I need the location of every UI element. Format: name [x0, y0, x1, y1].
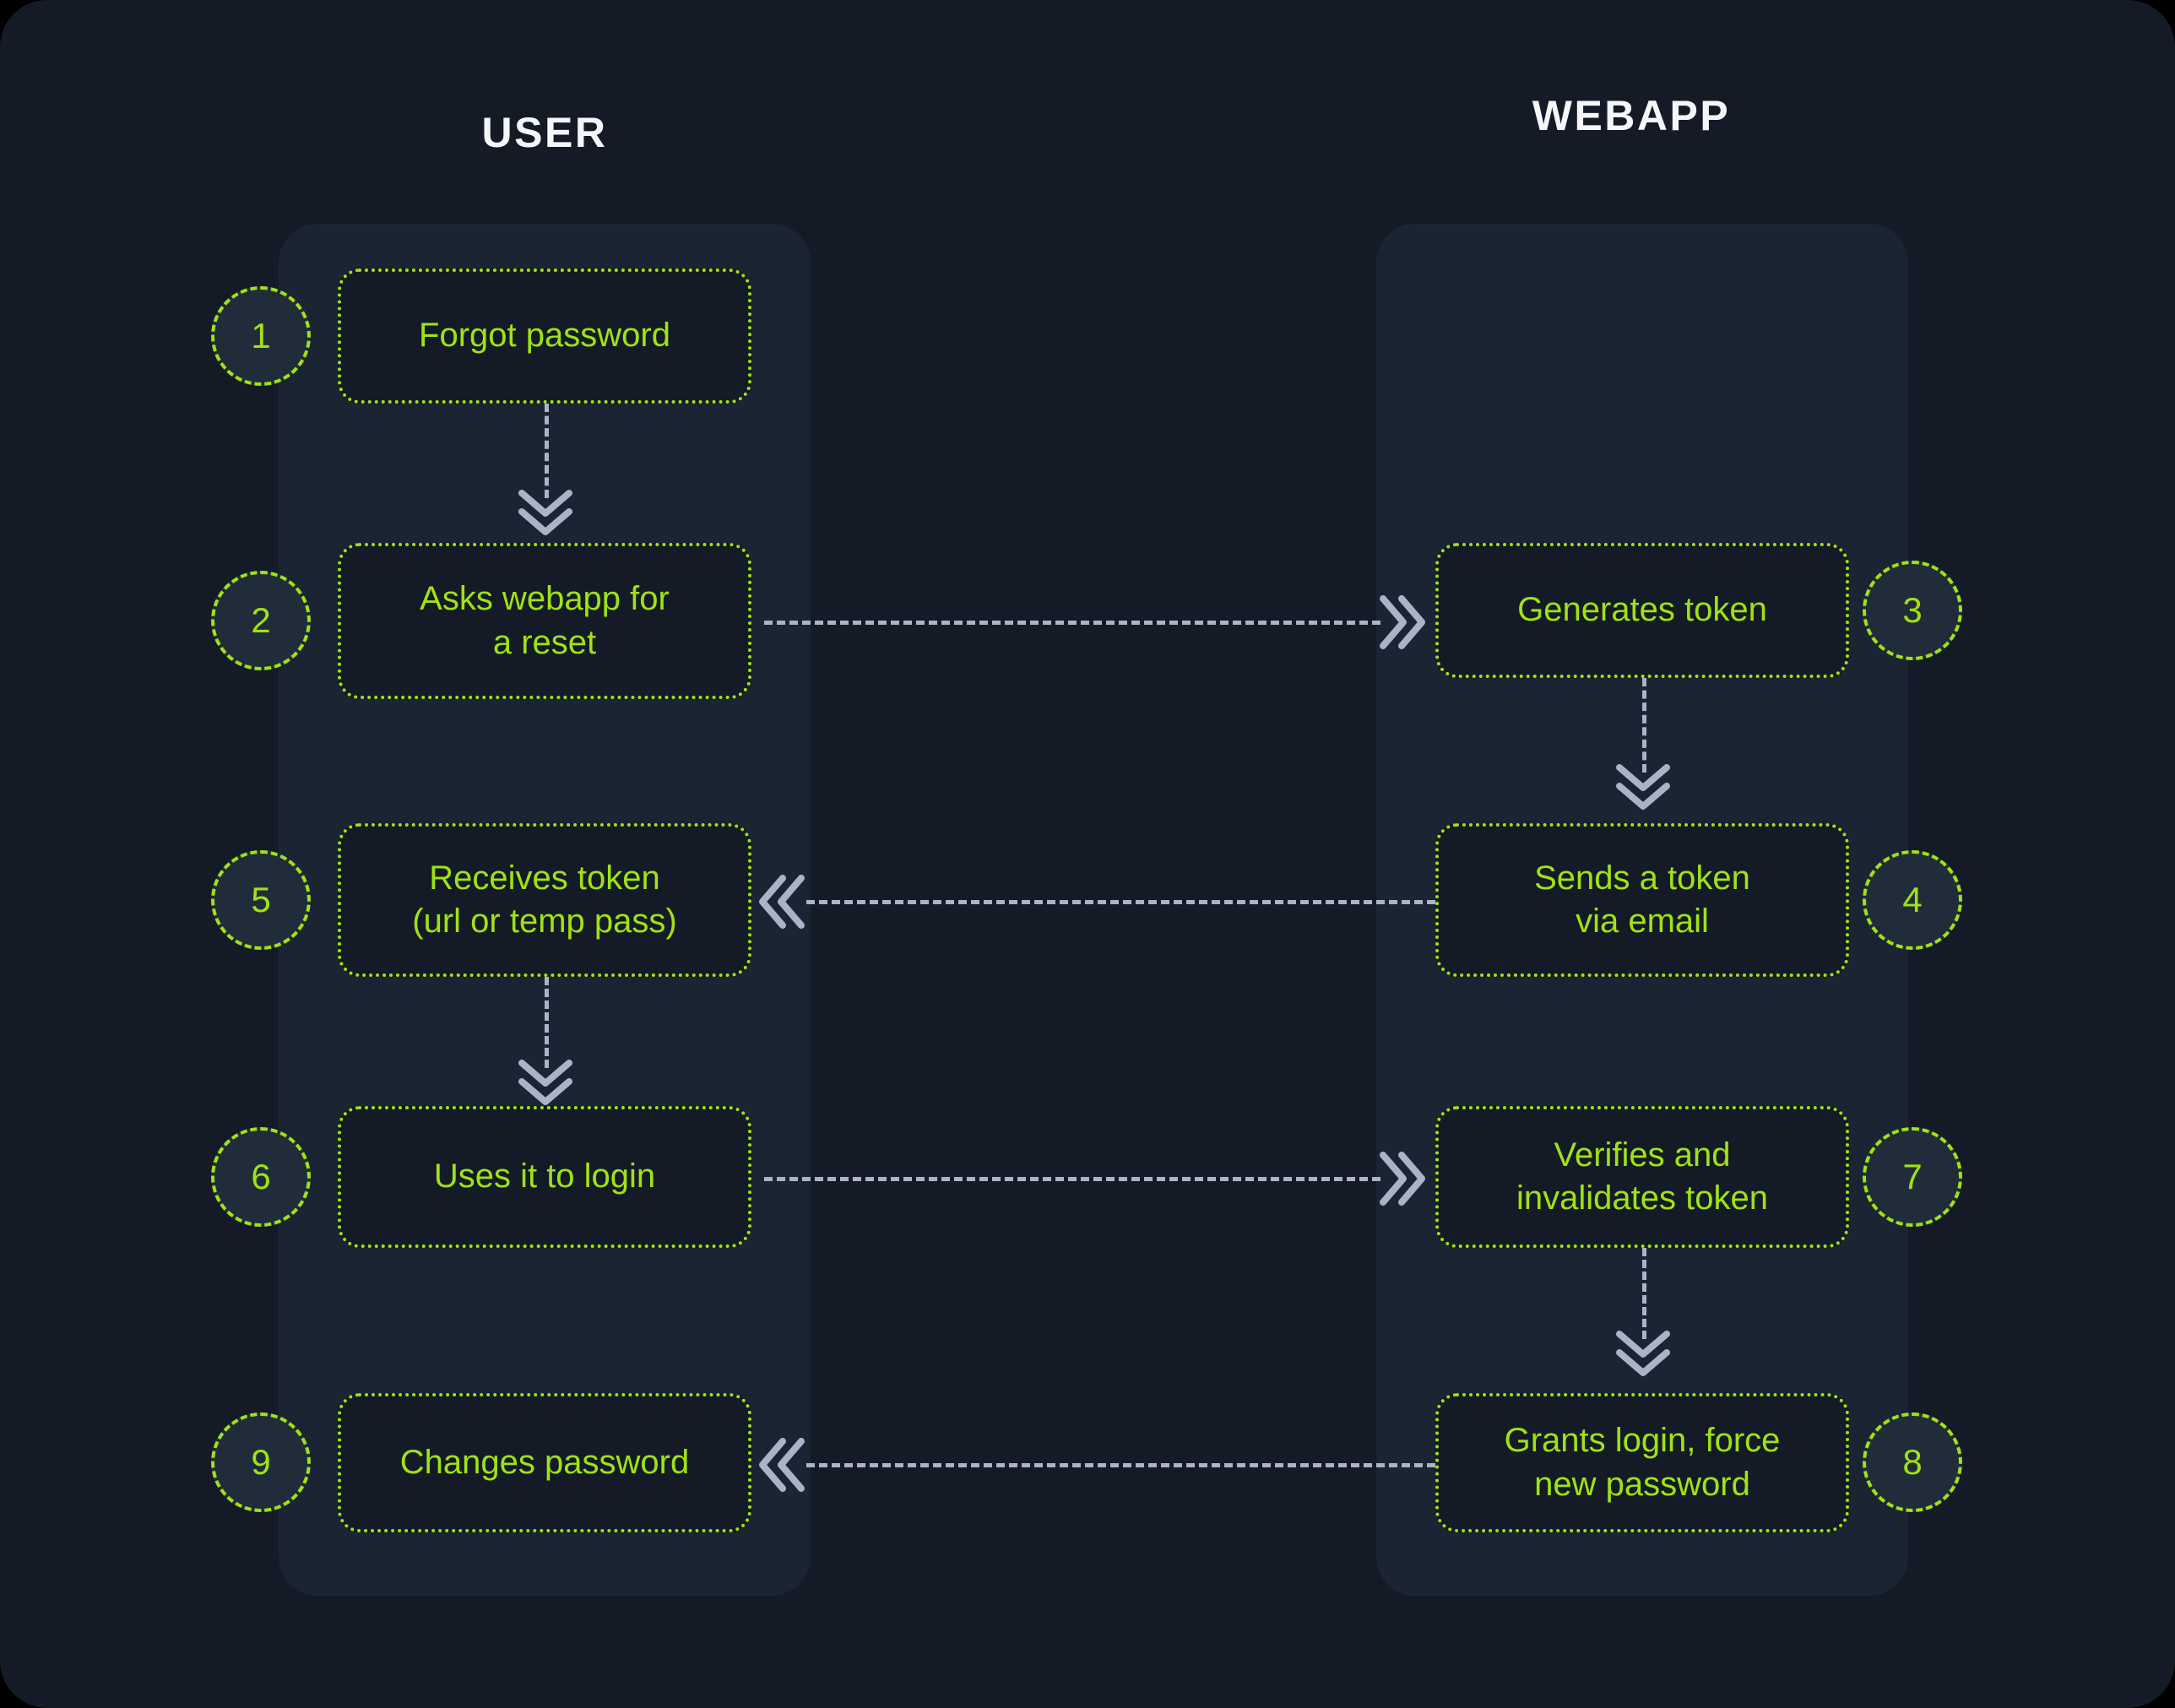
column-title-webapp: WEBAPP [1532, 92, 1731, 139]
step-node-grants-login-force-new-password[interactable]: Grants login, force new password [1435, 1393, 1849, 1532]
step-node-uses-it-to-login[interactable]: Uses it to login [338, 1106, 751, 1248]
step-node-sends-a-token-via-email[interactable]: Sends a token via email [1435, 823, 1849, 977]
step-badge-5: 5 [211, 850, 311, 950]
step-node-receives-token[interactable]: Receives token (url or temp pass) [338, 823, 751, 977]
step-badge-8: 8 [1863, 1412, 1962, 1512]
chevron-right-icon-6-to-7 [1378, 1150, 1429, 1207]
step-badge-4: 4 [1863, 850, 1962, 950]
step-badge-9: 9 [211, 1412, 311, 1512]
chevron-left-icon-8-to-9 [756, 1436, 806, 1494]
chevron-right-icon-2-to-3 [1378, 594, 1429, 651]
chevron-left-icon-4-to-5 [756, 873, 806, 930]
step-badge-7: 7 [1863, 1127, 1962, 1227]
step-node-generates-token[interactable]: Generates token [1435, 543, 1849, 678]
chevron-down-icon-5-to-6 [517, 1058, 574, 1109]
column-title-user: USER [481, 109, 608, 156]
step-badge-2: 2 [211, 571, 311, 670]
step-badge-3: 3 [1863, 561, 1962, 660]
connector-4-to-5 [806, 900, 1435, 904]
chevron-down-icon-1-to-2 [517, 488, 574, 539]
step-node-changes-password[interactable]: Changes password [338, 1393, 751, 1532]
connector-2-to-3 [764, 621, 1380, 625]
step-badge-6: 6 [211, 1127, 311, 1227]
step-badge-1: 1 [211, 286, 311, 386]
connector-8-to-9 [806, 1463, 1435, 1467]
chevron-down-icon-7-to-8 [1614, 1329, 1672, 1380]
step-node-verifies-and-invalidates-token[interactable]: Verifies and invalidates token [1435, 1106, 1849, 1248]
step-node-forgot-password[interactable]: Forgot password [338, 268, 751, 404]
connector-6-to-7 [764, 1177, 1380, 1181]
step-node-asks-webapp-for-a-reset[interactable]: Asks webapp for a reset [338, 543, 751, 699]
chevron-down-icon-3-to-4 [1614, 762, 1672, 813]
